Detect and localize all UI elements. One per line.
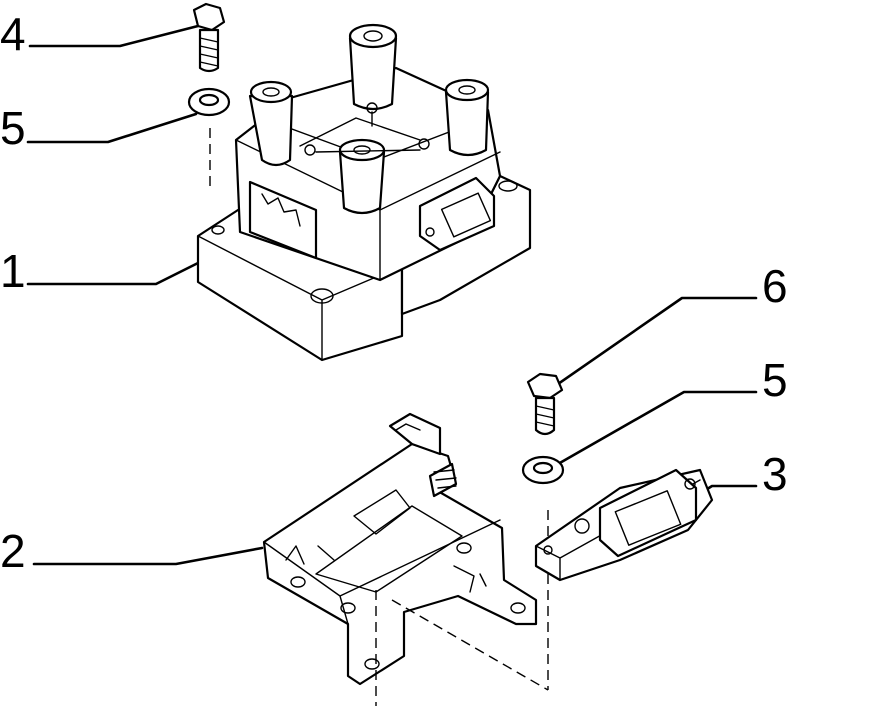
callout-2: 2 — [0, 525, 264, 577]
leader-line — [26, 112, 198, 144]
leader-line — [32, 546, 264, 566]
leader-line — [556, 296, 758, 386]
callout-label: 1 — [0, 245, 26, 297]
ignition-module-part-3 — [534, 468, 714, 582]
callout-label: 5 — [762, 354, 788, 406]
bolt-part-4 — [192, 2, 226, 190]
callout-6: 6 — [556, 260, 788, 386]
callout-label: 2 — [0, 525, 26, 577]
callout-5-lower: 5 — [556, 354, 788, 466]
callout-5-upper: 5 — [0, 102, 198, 154]
washer-part-5-upper — [187, 87, 231, 117]
callout-label: 4 — [0, 8, 26, 60]
leader-line — [26, 260, 202, 286]
callout-4: 4 — [0, 8, 200, 60]
bolt-part-6 — [526, 372, 564, 436]
washer-part-5-lower — [521, 455, 565, 690]
leader-line — [28, 24, 200, 48]
callout-label: 5 — [0, 102, 26, 154]
callout-label: 6 — [762, 260, 788, 312]
ignition-coil-part-1 — [196, 23, 532, 362]
callout-1: 1 — [0, 245, 202, 297]
callout-label: 3 — [762, 448, 788, 500]
mounting-bracket-part-2 — [262, 412, 549, 706]
leader-line — [556, 390, 758, 466]
